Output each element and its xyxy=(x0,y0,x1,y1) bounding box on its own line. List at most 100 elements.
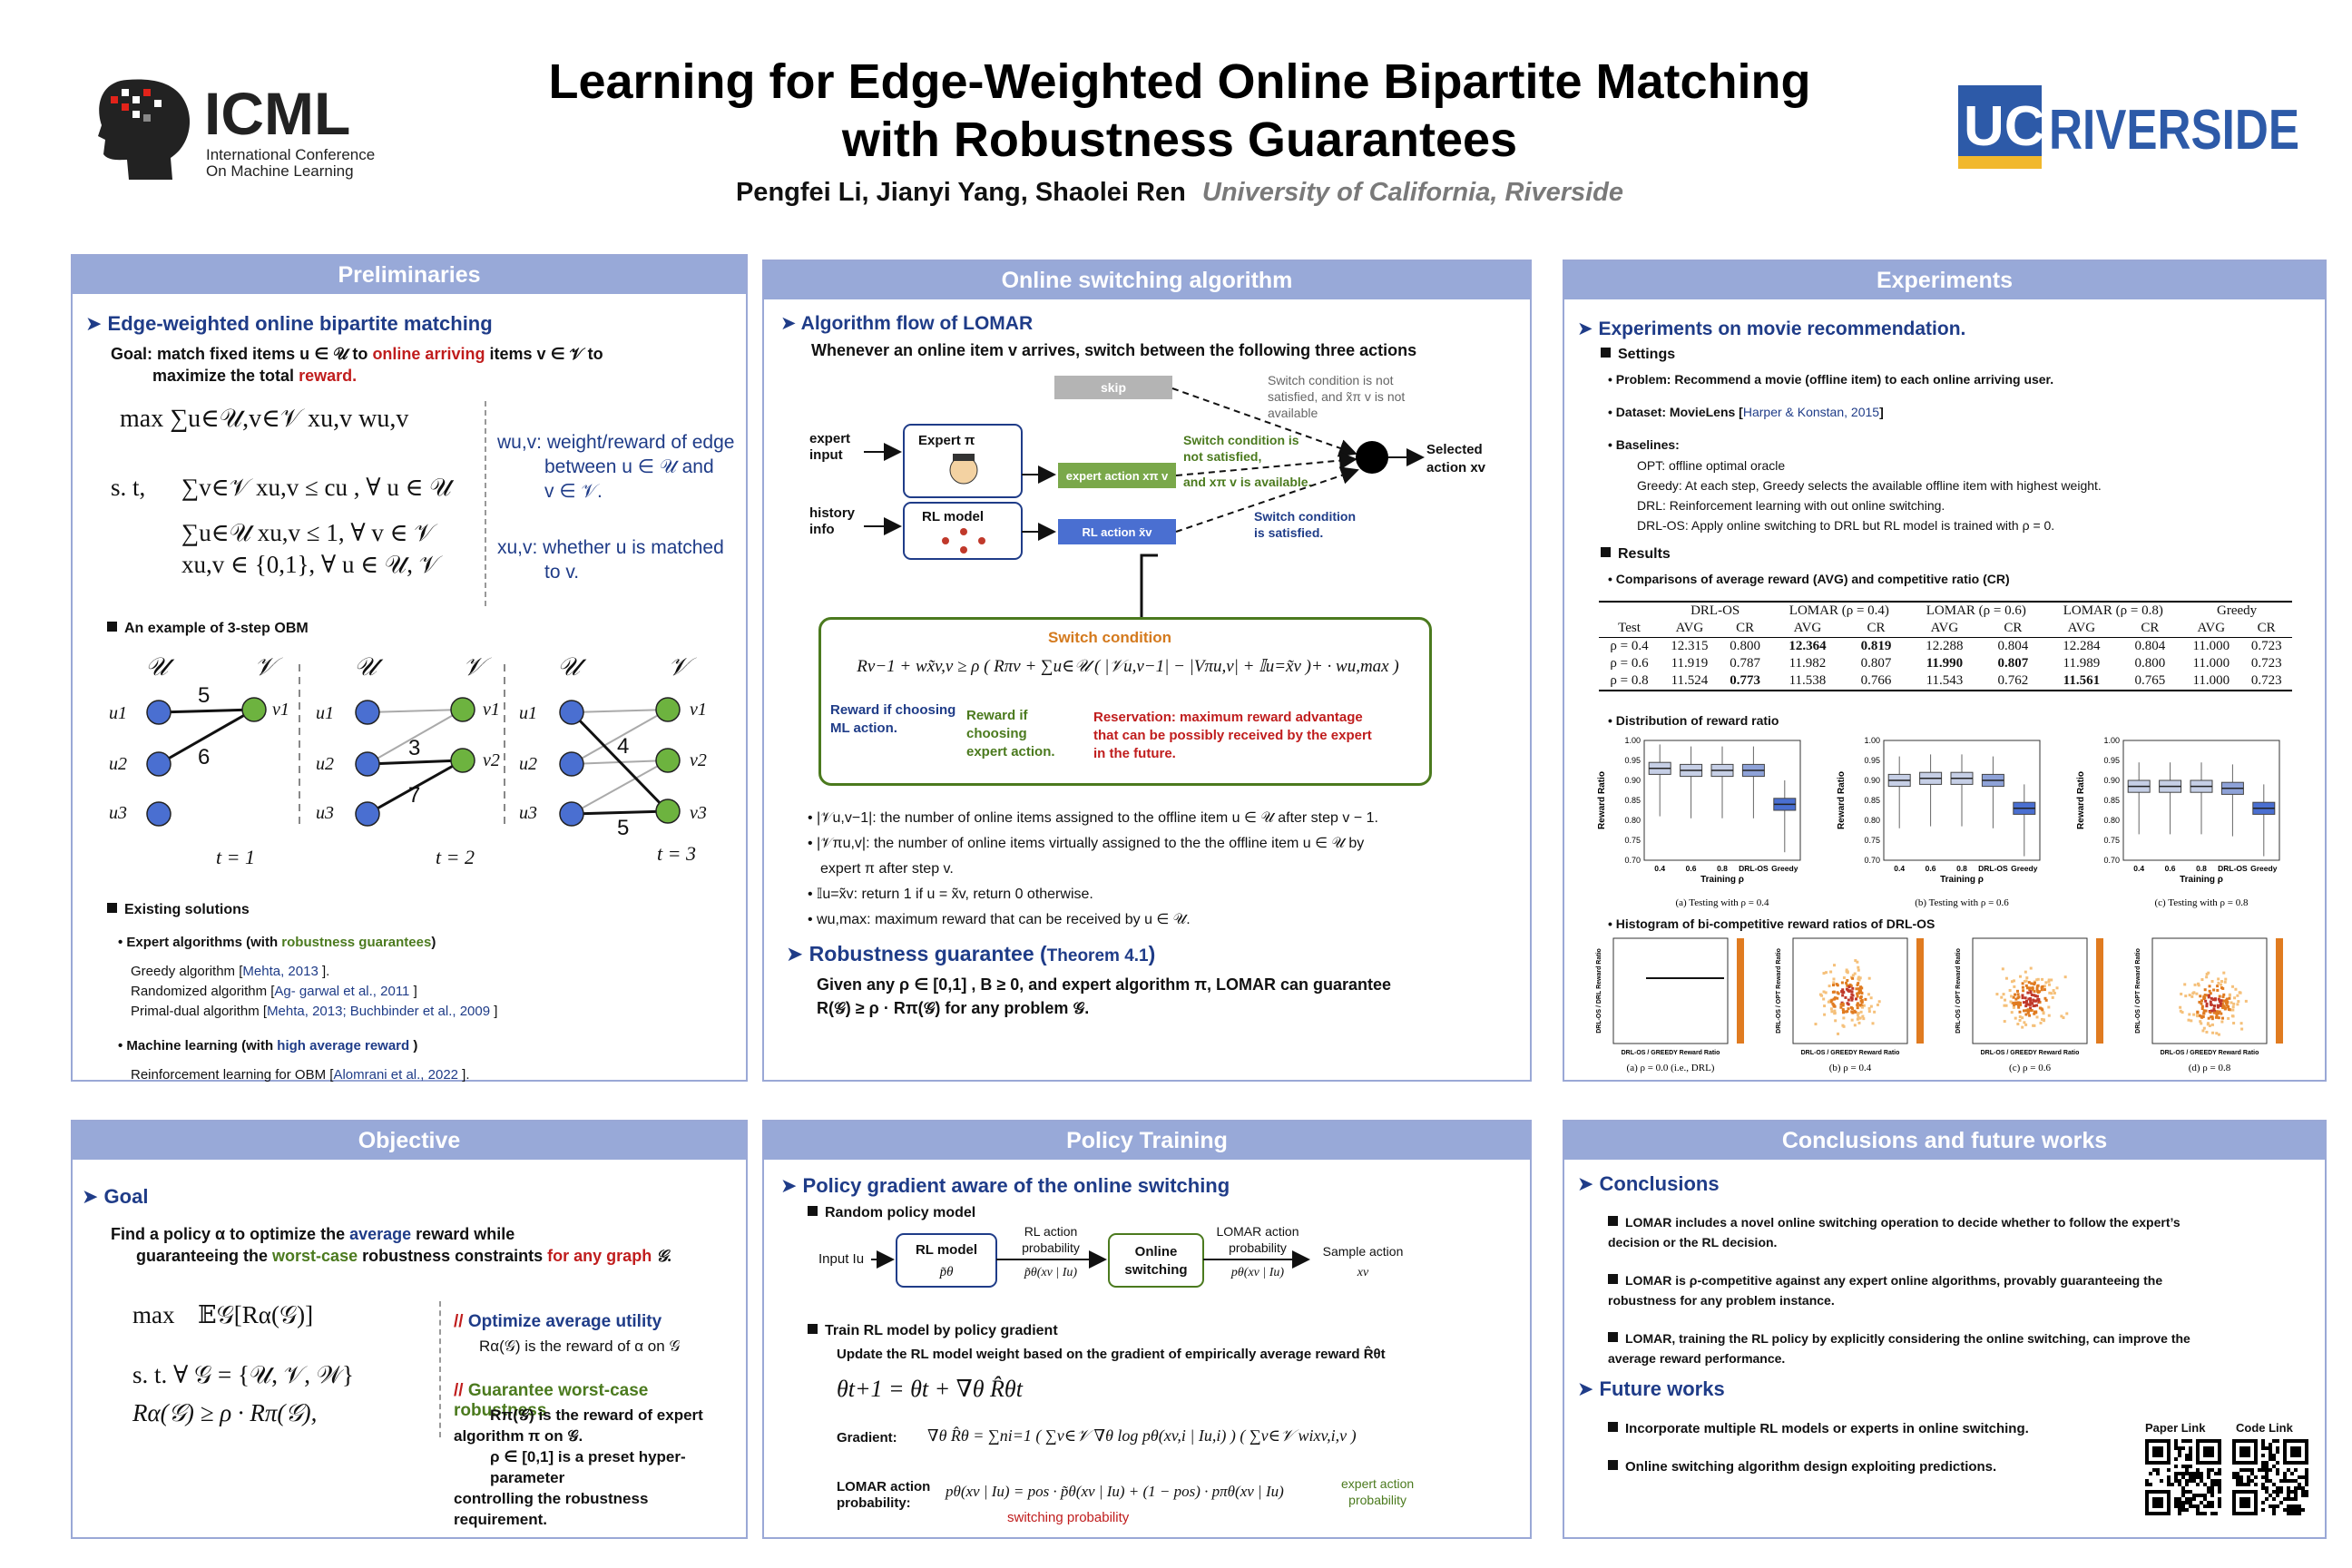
heatmap-cell xyxy=(2210,1023,2214,1026)
switch-definitions: • |𝒱u,v−1|: the number of online items a… xyxy=(808,810,1378,927)
qr-module xyxy=(2214,1472,2218,1475)
table-column-header: CR xyxy=(1719,620,1771,638)
guarantee-title: // Guarantee worst-case robustness xyxy=(454,1381,649,1420)
svg-text:Selected: Selected xyxy=(1426,442,1483,457)
qr-module xyxy=(2185,1490,2189,1494)
heatmap-cell xyxy=(1829,1007,1833,1011)
y-tick-label: 0.75 xyxy=(1864,836,1880,845)
heatmap-cell xyxy=(1857,965,1860,969)
paper-qr-code[interactable] xyxy=(2145,1439,2221,1515)
qr-module xyxy=(2232,1475,2236,1479)
qr-module xyxy=(2218,1472,2221,1475)
qr-module xyxy=(2247,1479,2250,1483)
qr-module xyxy=(2305,1475,2308,1479)
heatmap-cell xyxy=(2021,982,2024,985)
heatmap-cell xyxy=(1842,1024,1846,1028)
y-axis-label: Reward Ratio xyxy=(1597,771,1607,829)
heatmap-cell xyxy=(2222,971,2226,975)
x-tick-label: 0.8 xyxy=(2196,864,2207,873)
heatmap-cell xyxy=(2047,1005,2051,1009)
qr-module xyxy=(2207,1468,2210,1472)
qr-module xyxy=(2279,1479,2283,1483)
code-qr-code[interactable] xyxy=(2232,1439,2308,1515)
qr-module xyxy=(2298,1486,2301,1490)
qr-module xyxy=(2160,1479,2163,1483)
qr-module xyxy=(2301,1475,2305,1479)
heatmap-cell xyxy=(2033,990,2036,994)
qr-module xyxy=(2189,1454,2192,1457)
heatmap-cell xyxy=(1842,1016,1846,1020)
svg-text:RL action x̃v: RL action x̃v xyxy=(1082,525,1152,539)
svg-text:u3: u3 xyxy=(109,803,127,823)
heatmap-cell xyxy=(1850,998,1854,1002)
qr-module xyxy=(2258,1468,2261,1472)
x-tick-label: DRL-OS xyxy=(2218,864,2248,873)
svg-text:7: 7 xyxy=(408,783,420,808)
svg-text:On Machine Learning: On Machine Learning xyxy=(206,162,354,180)
heatmap-cell xyxy=(1857,990,1861,994)
x-tick-label: 0.4 xyxy=(2133,864,2144,873)
y-tick-label: 0.90 xyxy=(2103,776,2120,785)
qr-module xyxy=(2174,1497,2178,1501)
update-equation: θt+1 = θt + ∇θ R̂θt xyxy=(837,1376,1023,1402)
y-tick-label: 0.80 xyxy=(1624,816,1641,825)
x-axis-label: Training ρ xyxy=(1700,875,1744,885)
heatmap-cell xyxy=(2204,999,2208,1003)
qr-module xyxy=(2218,1501,2221,1504)
qr-finder xyxy=(2239,1497,2250,1508)
qr-module xyxy=(2214,1483,2218,1486)
heatmap-cell xyxy=(2207,1016,2210,1020)
table-cell: 11.543 xyxy=(1907,672,1982,691)
heatmap-cell xyxy=(2217,1016,2220,1020)
svg-text:6: 6 xyxy=(198,745,210,769)
heatmap-cell xyxy=(2027,981,2031,985)
heatmap-cell xyxy=(2032,1024,2035,1027)
qr-module xyxy=(2301,1508,2305,1512)
qr-module xyxy=(2272,1497,2276,1501)
qr-module xyxy=(2218,1483,2221,1486)
heatmap-cell xyxy=(1857,1015,1860,1019)
heatmap-cell xyxy=(2219,1004,2222,1007)
heatmap-cell xyxy=(2208,1024,2211,1027)
heatmap-cell xyxy=(2035,1015,2039,1019)
qr-module xyxy=(2236,1479,2239,1483)
heatmap-cell xyxy=(1856,992,1859,995)
heatmap-cell xyxy=(2217,981,2220,985)
x-tick-label: 0.4 xyxy=(1894,864,1905,873)
qr-module xyxy=(2214,1512,2218,1515)
heatmap-cell xyxy=(2211,998,2215,1002)
svg-text:u2: u2 xyxy=(109,754,127,774)
svg-text:International Conference: International Conference xyxy=(206,146,375,163)
heatmap-cell xyxy=(2180,992,2183,995)
qr-module xyxy=(2283,1497,2287,1501)
qr-module xyxy=(2149,1472,2152,1475)
future-works-subheading: ➤ Future works xyxy=(1577,1377,1725,1400)
obm-objective: max ∑u∈𝒰,v∈𝒱 xu,v wu,v xyxy=(120,405,409,433)
ucr-logo: UC RIVERSIDE xyxy=(1958,85,2299,169)
svg-text:and xπ v is available.: and xπ v is available. xyxy=(1183,475,1311,489)
heatmap-cell xyxy=(2200,1006,2204,1010)
heatmap-cell xyxy=(1859,1010,1863,1014)
heatmap-cell xyxy=(1840,981,1844,985)
heatmap-cell xyxy=(2221,999,2225,1003)
qr-module xyxy=(2185,1465,2189,1468)
qr-module xyxy=(2210,1504,2214,1508)
qr-module xyxy=(2200,1475,2203,1479)
heatmap-cell xyxy=(1857,987,1861,991)
qr-module xyxy=(2261,1483,2265,1486)
qr-module xyxy=(2178,1497,2181,1501)
qr-module xyxy=(2239,1483,2243,1486)
qr-module xyxy=(2272,1465,2276,1468)
qr-module xyxy=(2171,1483,2174,1486)
heatmap-cell xyxy=(2207,994,2210,997)
heatmap-cell xyxy=(1842,1009,1846,1013)
heatmap-cell xyxy=(1839,1005,1843,1009)
heatmap-cell xyxy=(1831,990,1835,994)
heatmap-cell xyxy=(2039,1021,2043,1024)
heatmap-cell xyxy=(2179,1009,2182,1013)
heatmap-cell xyxy=(2017,995,2021,999)
qr-module xyxy=(2189,1446,2192,1450)
